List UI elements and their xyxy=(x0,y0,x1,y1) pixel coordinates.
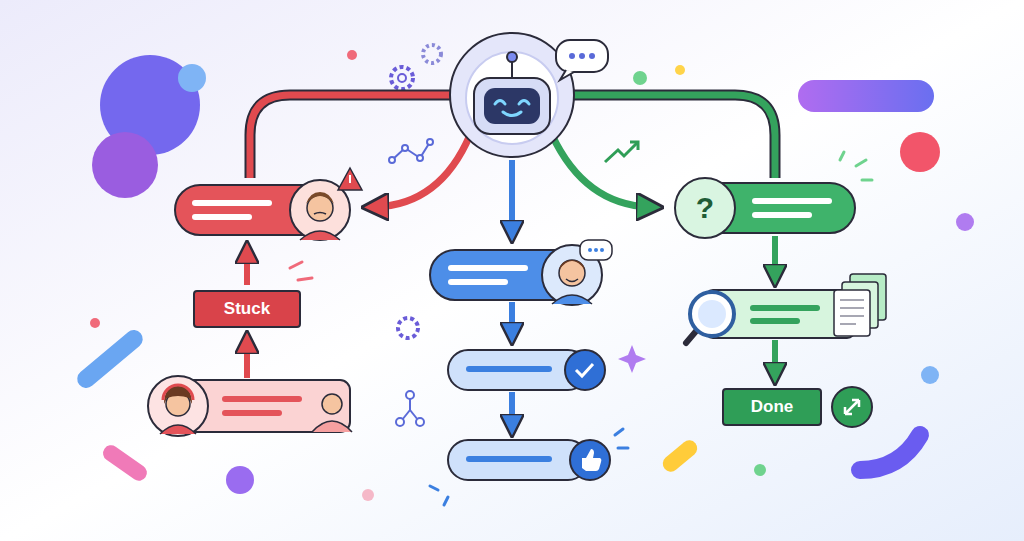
result-box: Done xyxy=(722,388,822,426)
box-label: Done xyxy=(751,397,794,417)
status-box: Stuck xyxy=(193,290,301,328)
box-label: Stuck xyxy=(224,299,270,319)
icon-glyph: ? xyxy=(696,193,714,223)
